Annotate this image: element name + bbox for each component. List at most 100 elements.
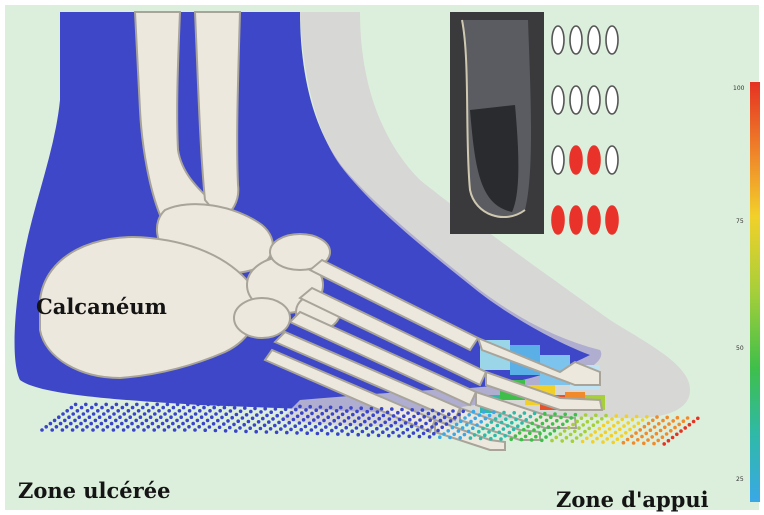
pressure-dot: [40, 428, 44, 432]
pressure-dot: [626, 421, 630, 425]
pressure-dot: [432, 432, 436, 436]
pressure-dot: [247, 403, 251, 407]
pressure-dot: [196, 419, 200, 423]
pressure-dot: [159, 415, 163, 419]
pressure-dot: [530, 422, 534, 426]
pressure-dot: [183, 428, 187, 432]
pressure-dot: [73, 419, 77, 423]
pressure-dot: [549, 415, 553, 419]
pressure-dot: [504, 417, 508, 421]
pressure-dot: [586, 420, 590, 424]
pressure-dot: [320, 429, 324, 433]
pressure-dot: [424, 422, 428, 426]
pressure-dot: [65, 425, 69, 429]
pressure-dot: [63, 419, 67, 423]
pressure-dot: [139, 415, 143, 419]
pressure-dot: [657, 422, 661, 426]
pressure-dot: [539, 415, 543, 419]
indicator-oval: [570, 26, 582, 54]
pressure-dot: [532, 428, 536, 432]
pressure-dot: [581, 440, 585, 444]
indicator-oval-active: [570, 206, 582, 234]
pressure-dot: [86, 409, 90, 413]
pressure-dot: [143, 412, 147, 416]
pressure-dot: [589, 433, 593, 437]
pressure-dot: [667, 439, 671, 443]
pressure-dot: [610, 434, 614, 438]
pressure-dot: [410, 425, 414, 429]
pressure-dot: [179, 415, 183, 419]
pressure-dot: [498, 414, 502, 418]
pressure-dot: [503, 434, 507, 438]
pressure-dot: [212, 422, 216, 426]
pressure-dot: [557, 426, 561, 430]
pressure-dot: [145, 419, 149, 423]
pressure-dot: [375, 427, 379, 431]
pressure-dot: [452, 433, 456, 437]
pressure-dot: [488, 414, 492, 418]
indicator-oval: [570, 86, 582, 114]
pressure-dot: [298, 405, 302, 409]
pressure-dot: [574, 413, 578, 417]
pressure-dot: [112, 412, 116, 416]
pressure-dot: [172, 406, 176, 410]
pressure-dot: [94, 419, 98, 423]
pressure-dot: [508, 414, 512, 418]
pressure-dot: [74, 403, 78, 407]
pressure-dot: [612, 424, 616, 428]
pressure-dot: [477, 430, 481, 434]
pressure-dot: [108, 415, 112, 419]
pressure-dot: [320, 412, 324, 416]
pressure-dot: [461, 410, 465, 414]
pressure-dot: [312, 418, 316, 422]
pressure-dot: [82, 412, 86, 416]
pressure-dot: [287, 421, 291, 425]
pressure-dot: [351, 413, 355, 417]
pressure-dot: [296, 415, 300, 419]
pressure-dot: [401, 431, 405, 435]
pressure-dot: [122, 412, 126, 416]
pressure-dot: [324, 425, 328, 429]
indicator-oval-active: [552, 206, 564, 234]
pressure-dot: [442, 432, 446, 436]
pressure-dot: [208, 425, 212, 429]
pressure-dot: [293, 424, 297, 428]
pressure-dot: [508, 431, 512, 435]
pressure-dot: [506, 424, 510, 428]
pressure-dot: [194, 412, 198, 416]
pressure-dot: [263, 424, 267, 428]
pressure-dot: [275, 414, 279, 418]
pressure-dot: [428, 419, 432, 423]
pressure-dot: [542, 429, 546, 433]
pressure-dot: [561, 423, 565, 427]
pressure-dot: [418, 435, 422, 439]
pressure-dot: [178, 409, 182, 413]
pressure-dot: [347, 416, 351, 420]
pressure-dot: [55, 425, 59, 429]
pressure-dot: [387, 434, 391, 438]
pressure-dot: [184, 412, 188, 416]
pressure-dot: [400, 408, 404, 412]
pressure-dot: [412, 431, 416, 435]
pressure-dot: [404, 421, 408, 425]
pressure-dot: [302, 418, 306, 422]
pressure-dot: [65, 409, 69, 413]
pressure-dot: [651, 419, 655, 423]
pressure-dot: [191, 422, 195, 426]
pressure-dot: [388, 417, 392, 421]
pressure-dot: [349, 406, 353, 410]
pressure-dot: [343, 419, 347, 423]
pressure-dot: [656, 439, 660, 443]
pressure-dot: [496, 424, 500, 428]
pressure-dot: [126, 425, 130, 429]
pressure-dot: [614, 431, 618, 435]
pressure-dot: [115, 403, 119, 407]
indicator-oval-active: [606, 206, 618, 234]
pressure-dot: [365, 427, 369, 431]
pressure-dot: [492, 410, 496, 414]
pressure-dot: [422, 432, 426, 436]
pressure-dot: [173, 428, 177, 432]
pressure-dot: [500, 421, 504, 425]
pressure-dot: [247, 420, 251, 424]
